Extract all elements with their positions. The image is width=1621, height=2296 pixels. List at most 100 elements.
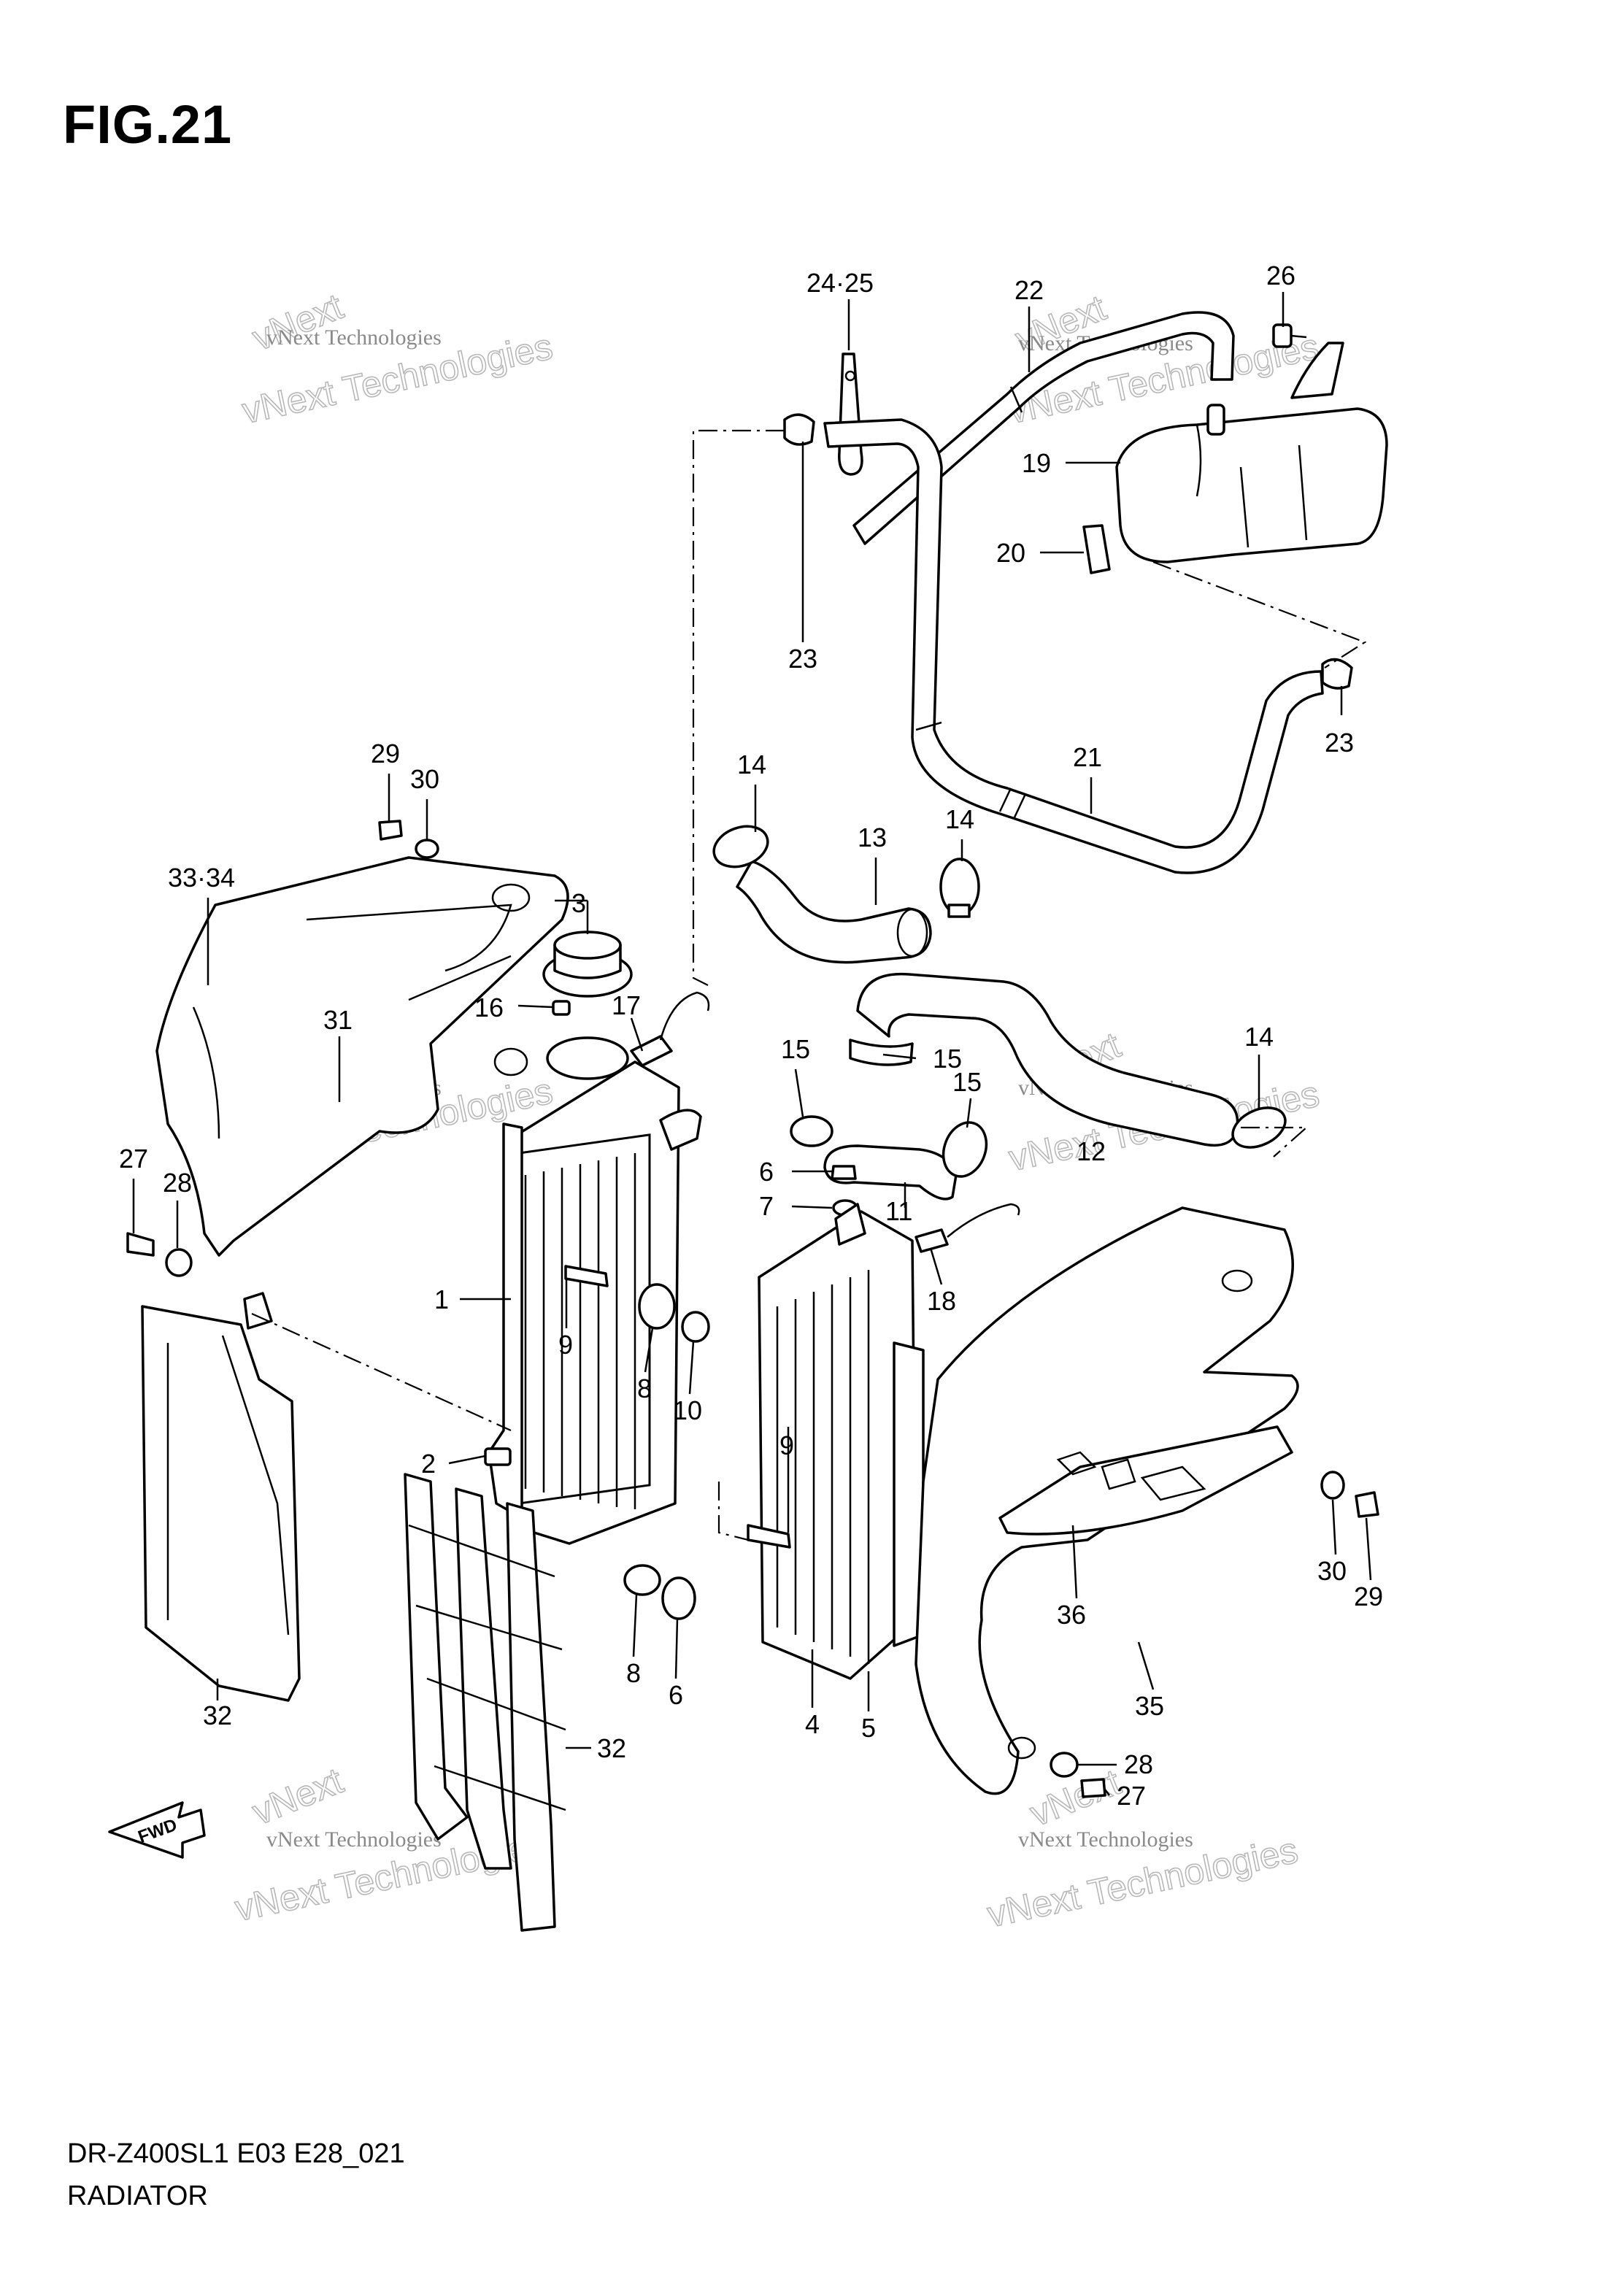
clamp-23-top <box>783 413 815 446</box>
callout-label: 21 <box>1073 742 1102 772</box>
callout-label: 17 <box>612 990 641 1020</box>
grommet-8-left <box>638 1283 676 1330</box>
bolt-9-right <box>747 1524 791 1549</box>
leader-dashed-left-shroud <box>251 1312 512 1432</box>
diagram-caption: RADIATOR <box>67 2181 208 2211</box>
callout-label: 23 <box>788 644 817 674</box>
callout-label: 2 <box>421 1449 436 1479</box>
callout-label: 19 <box>1022 448 1051 478</box>
fan-switch-17 <box>630 991 710 1067</box>
guard-left-32 <box>141 1305 301 1702</box>
grommet-6-bottom <box>661 1576 696 1620</box>
clamp-14-mid <box>939 858 980 918</box>
bolt-29-right <box>1355 1491 1379 1518</box>
bolt-6-top <box>831 1165 857 1180</box>
clamp-14-left <box>712 825 769 868</box>
bolt-2 <box>484 1447 512 1466</box>
callout-labels: 24·25 22 26 19 20 23 23 21 14 13 14 29 3… <box>119 261 1383 1811</box>
callout-label: 36 <box>1057 1600 1086 1630</box>
collar-28-right <box>1050 1752 1079 1778</box>
callout-label: 22 <box>1014 275 1044 305</box>
bolt-27-right <box>1080 1778 1106 1798</box>
reservoir-bolt <box>1272 323 1307 348</box>
breather-hose-22 <box>852 311 1235 545</box>
callout-label: 9 <box>779 1430 794 1460</box>
callout-label: 20 <box>996 538 1025 568</box>
clamp-15-top <box>849 1039 914 1066</box>
callout-label: 16 <box>474 993 504 1022</box>
diagram-code: DR-Z400SL1 E03 E28_021 <box>67 2138 405 2169</box>
holder-24-25 <box>838 353 863 476</box>
clamp-15-left <box>790 1115 833 1147</box>
forward-arrow-icon: FWD <box>108 1801 206 1859</box>
leader-dashed-tank <box>1152 560 1367 669</box>
hose-21 <box>823 418 1324 874</box>
callout-label: 29 <box>1354 1582 1383 1611</box>
leader-lines <box>132 292 1372 1796</box>
bolt-27-left <box>126 1232 155 1257</box>
callout-label: 33·34 <box>168 863 235 893</box>
callout-label: 1 <box>434 1284 449 1314</box>
callout-label: 28 <box>1124 1749 1153 1779</box>
callout-label: 9 <box>558 1330 573 1360</box>
callout-label: 8 <box>626 1658 641 1688</box>
callout-label: 27 <box>1117 1781 1146 1811</box>
callout-label: 23 <box>1325 728 1354 758</box>
bolt-9-left <box>564 1265 609 1287</box>
callout-label: 4 <box>805 1709 820 1739</box>
clamp-15-right <box>942 1121 988 1178</box>
callout-label: 32 <box>203 1700 232 1730</box>
callout-label: 14 <box>737 750 766 779</box>
clamp-23-right <box>1321 658 1353 690</box>
radiator-cap-3 <box>542 931 633 998</box>
callout-label: 12 <box>1077 1136 1106 1166</box>
callout-label: 30 <box>410 764 439 794</box>
guard-center-32 <box>404 1473 566 1932</box>
radiator-left-1 <box>488 1036 702 1545</box>
callout-label: 3 <box>571 888 586 918</box>
callout-label: 18 <box>927 1286 956 1316</box>
callout-label: 14 <box>945 804 974 834</box>
callout-label: 35 <box>1135 1691 1164 1721</box>
watermark-top-left: vNext vNext Technologies vNext Technolog… <box>238 285 556 432</box>
grommet-8-bottom <box>623 1564 661 1596</box>
callout-label: 5 <box>861 1713 876 1743</box>
svg-text:vNext Technologies: vNext Technologies <box>266 325 442 350</box>
screw-16 <box>552 1000 571 1016</box>
callout-label: 24·25 <box>806 268 874 298</box>
collar-28-left <box>165 1248 193 1277</box>
washer-30-left <box>415 839 439 859</box>
thermo-switch-18 <box>915 1203 1020 1253</box>
hose-13 <box>736 860 932 964</box>
callout-label: 11 <box>885 1196 912 1226</box>
svg-text:vNext: vNext <box>247 1760 349 1833</box>
callout-label: 26 <box>1266 261 1295 290</box>
svg-text:vNext Technologies: vNext Technologies <box>266 1827 442 1852</box>
callout-label: 6 <box>759 1157 774 1187</box>
figure-title: FIG.21 <box>63 94 233 155</box>
callout-label: 15 <box>781 1034 810 1064</box>
leader-dashed-right-radiator <box>717 1482 749 1541</box>
leader-dashed-hose21 <box>692 429 785 986</box>
callout-label: 8 <box>637 1374 652 1403</box>
callout-label: 15 <box>933 1044 962 1074</box>
bolt-29-left <box>378 820 403 841</box>
decal-36 <box>998 1425 1293 1536</box>
hose-12 <box>856 972 1239 1147</box>
reservoir-tank <box>1115 342 1388 563</box>
svg-text:vNext Technologies: vNext Technologies <box>1018 1827 1193 1852</box>
callout-label: 15 <box>952 1067 982 1097</box>
collar-10 <box>681 1311 710 1343</box>
callout-label: 31 <box>323 1005 353 1035</box>
callout-label: 32 <box>597 1733 626 1763</box>
callout-label: 27 <box>119 1144 148 1174</box>
callout-label: 7 <box>759 1191 774 1221</box>
callout-label: 29 <box>371 739 400 768</box>
radiator-right-4 <box>758 1203 925 1680</box>
callout-label: 28 <box>163 1168 192 1198</box>
callout-label: 13 <box>858 823 887 852</box>
callout-label: 6 <box>669 1680 683 1710</box>
reservoir-cushion <box>1082 524 1111 574</box>
washer-30-right <box>1320 1471 1345 1500</box>
